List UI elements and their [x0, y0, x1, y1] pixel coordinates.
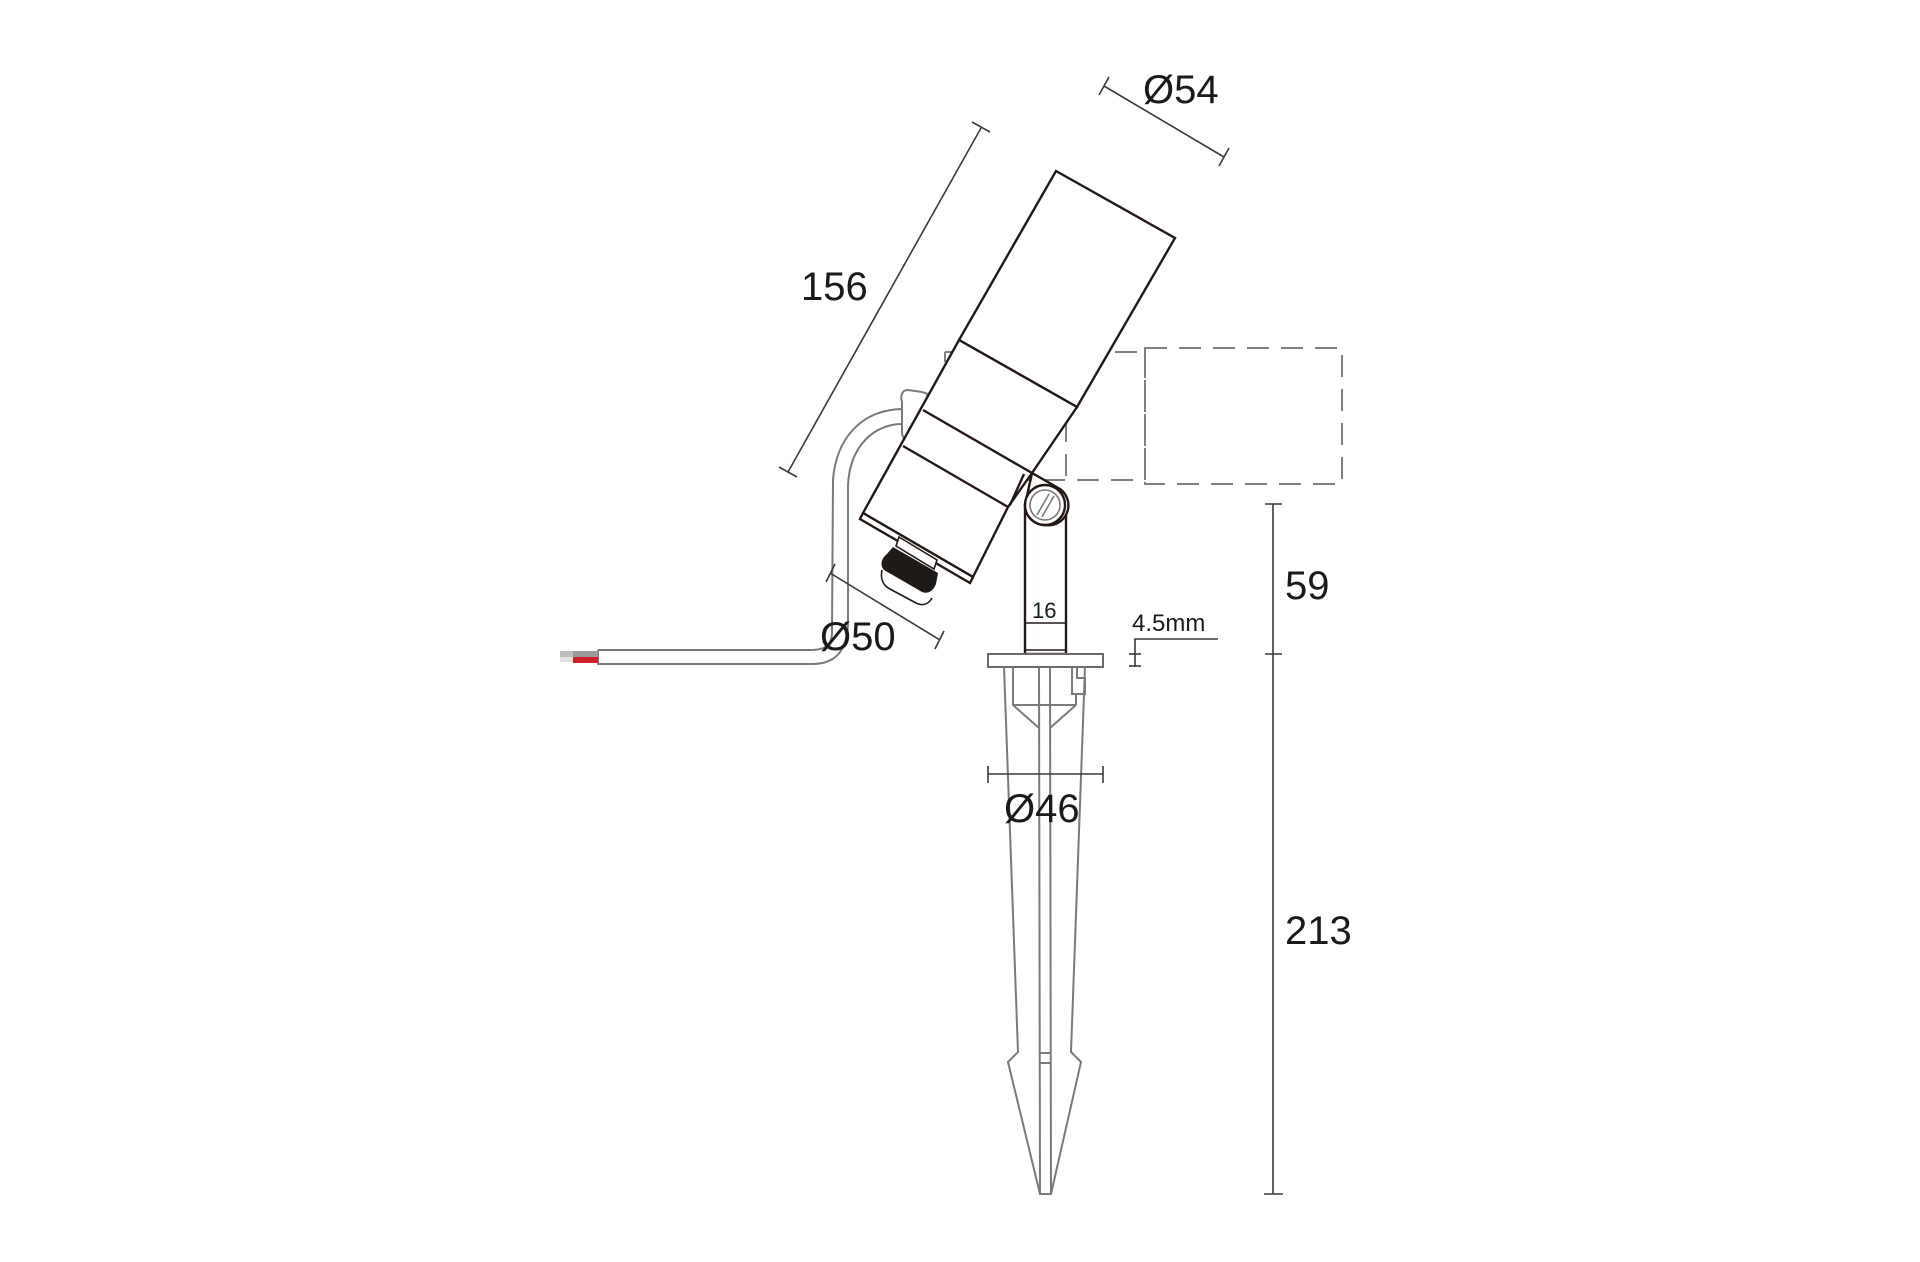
label-overall-length: 156 — [801, 265, 868, 309]
cable-wire-ends — [560, 651, 598, 663]
label-head-diameter: Ø54 — [1143, 68, 1219, 112]
ground-spike — [1003, 666, 1086, 1195]
dim-line-head-diameter — [1098, 76, 1230, 167]
power-cable — [597, 408, 903, 665]
label-spike-length: 213 — [1285, 909, 1352, 953]
spike-flange — [987, 653, 1104, 668]
pivot-screw — [1023, 471, 1070, 527]
label-flange-thickness: 4.5mm — [1132, 610, 1206, 637]
dim-line-spike-diameter — [987, 766, 1104, 783]
label-spike-diameter: Ø46 — [1004, 787, 1080, 831]
dim-line-arm-height — [1265, 503, 1282, 655]
label-arm-width: 16 — [1032, 598, 1057, 623]
dim-line-body-diameter — [825, 563, 945, 650]
dim-line-overall-length — [778, 121, 991, 478]
label-arm-height: 59 — [1285, 564, 1330, 608]
cable-gland-nut — [880, 535, 938, 606]
dim-line-spike-length — [1264, 654, 1283, 1195]
label-body-diameter: Ø50 — [820, 615, 896, 659]
mounting-arm — [1023, 503, 1068, 656]
dim-line-flange-thickness — [1129, 638, 1218, 667]
